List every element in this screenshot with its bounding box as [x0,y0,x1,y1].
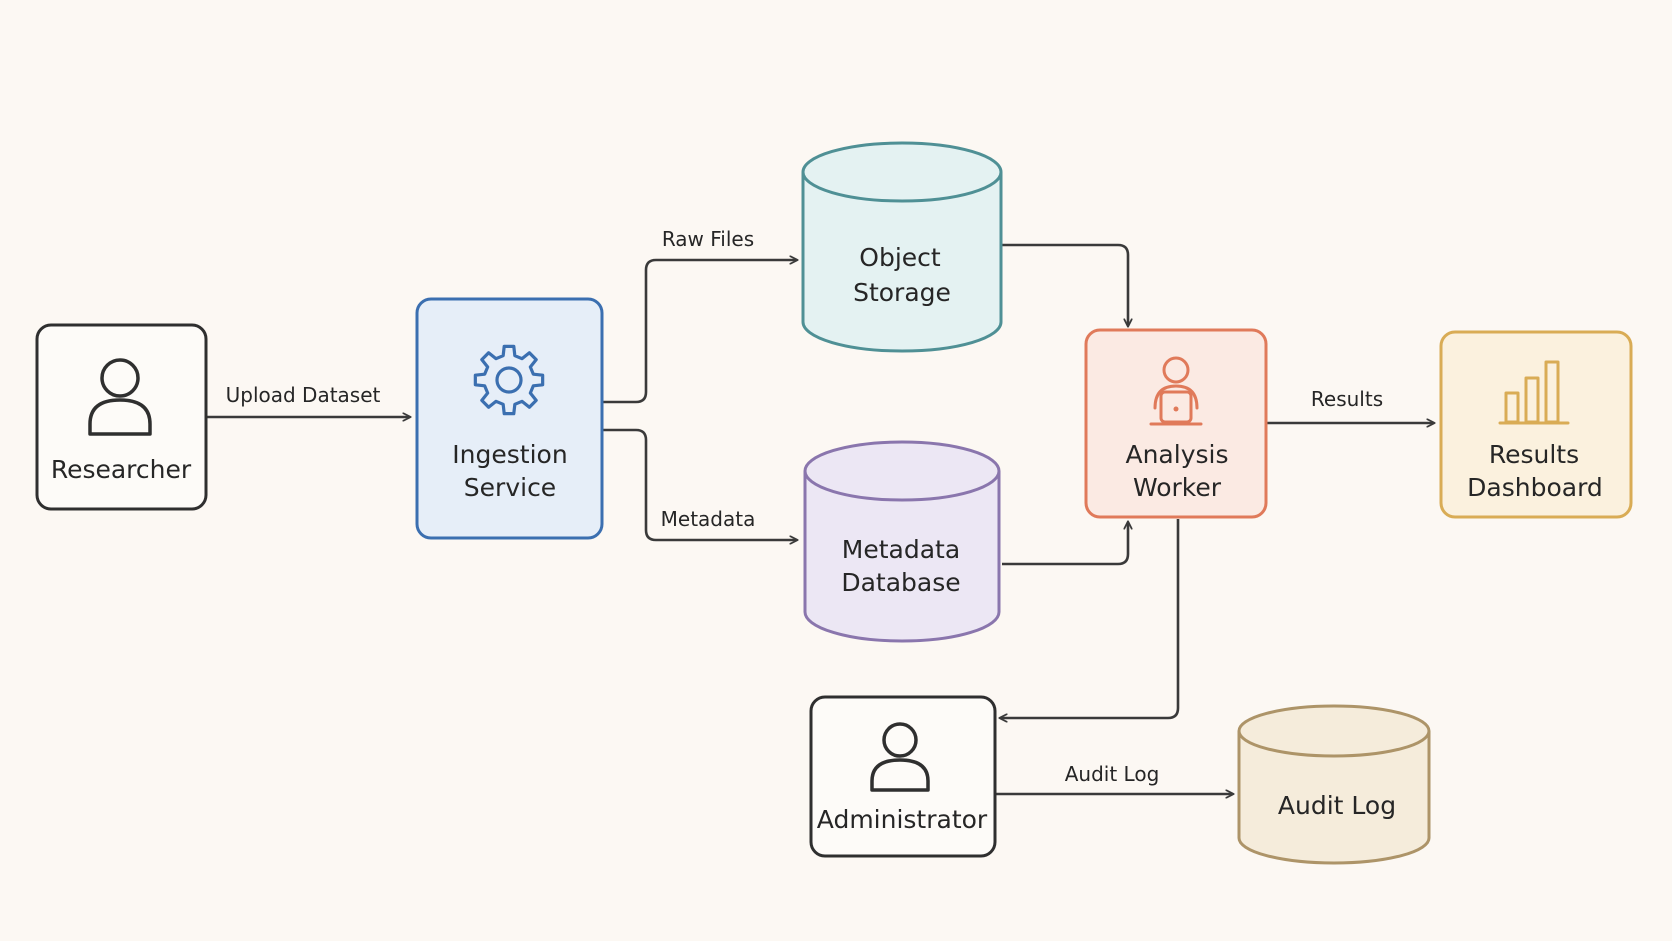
administrator-label: Administrator [817,805,988,834]
storage-to-worker-arrow [1002,243,1128,326]
metadata-label: Metadata [661,507,756,531]
edge-results: Results [1267,387,1434,423]
researcher-node[interactable]: Researcher [35,323,208,511]
edge-database-to-worker [1002,522,1128,566]
results-label: Results [1311,387,1383,411]
upload-dataset-label: Upload Dataset [226,383,381,407]
edge-metadata: Metadata [602,428,797,540]
edge-audit-log: Audit Log [995,762,1233,794]
edge-worker-to-administrator [1000,519,1180,718]
person-laptop-icon [1149,356,1203,426]
ingestion-label-line1: Ingestion [452,440,567,469]
worker-to-administrator-arrow [1000,519,1180,718]
results-dashboard-node[interactable]: Results Dashboard [1439,330,1633,519]
analysis-worker-label-line1: Analysis [1125,440,1228,469]
object-storage-label-line2: Storage [853,278,951,307]
metadata-database-body [803,471,1001,643]
raw-files-label: Raw Files [662,227,754,251]
metadata-arrow [602,428,797,540]
metadata-database-label-line1: Metadata [842,535,960,564]
results-dashboard-label-line1: Results [1489,440,1579,469]
analysis-worker-label-line2: Worker [1133,473,1222,502]
results-dashboard-label-line2: Dashboard [1467,473,1603,502]
audit-log-top [1237,704,1431,758]
object-storage-body [801,172,1003,353]
person-icon [88,358,152,436]
edge-upload-dataset: Upload Dataset [207,383,410,417]
object-storage-top [801,141,1003,203]
person-icon [870,722,930,792]
bar-chart-icon [1498,360,1570,425]
administrator-node[interactable]: Administrator [809,695,997,858]
gear-icon [473,344,545,416]
metadata-database-node[interactable]: Metadata Database [803,440,1001,643]
administrator-box [809,695,997,858]
object-storage-label-line1: Object [859,243,941,272]
database-to-worker-arrow [1002,522,1128,566]
ingestion-service-node[interactable]: Ingestion Service [415,297,604,540]
edge-raw-files: Raw Files [602,227,797,404]
analysis-worker-node[interactable]: Analysis Worker [1084,328,1268,519]
ingestion-label-line2: Service [464,473,556,502]
edge-storage-to-worker [1002,243,1128,326]
metadata-database-top [803,440,1001,502]
ingestion-service-box [415,297,604,540]
researcher-label: Researcher [51,455,192,484]
audit-log-node[interactable]: Audit Log [1237,704,1431,865]
audit-log-edge-label: Audit Log [1065,762,1160,786]
metadata-database-label-line2: Database [841,568,960,597]
audit-log-body [1237,731,1431,865]
audit-log-label: Audit Log [1278,791,1396,820]
object-storage-node[interactable]: Object Storage [801,141,1003,353]
researcher-box [35,323,208,511]
raw-files-arrow [602,260,797,404]
